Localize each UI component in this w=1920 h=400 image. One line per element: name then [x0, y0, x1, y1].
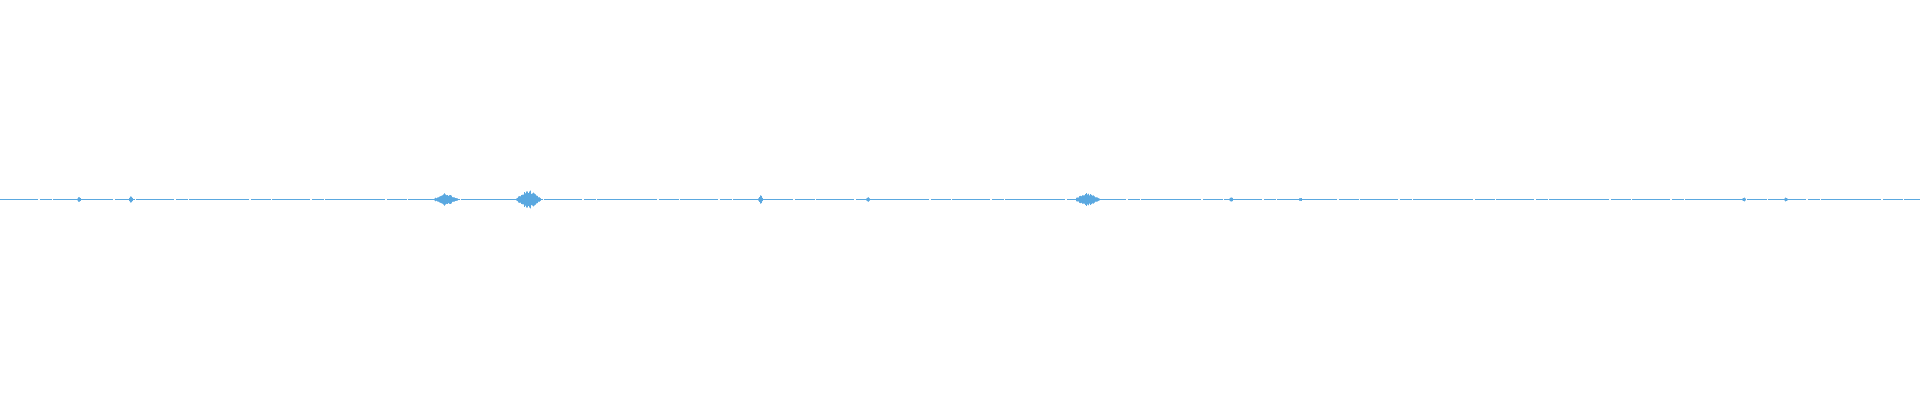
waveform-peaks	[77, 190, 1788, 209]
waveform-samples	[77, 190, 1788, 209]
